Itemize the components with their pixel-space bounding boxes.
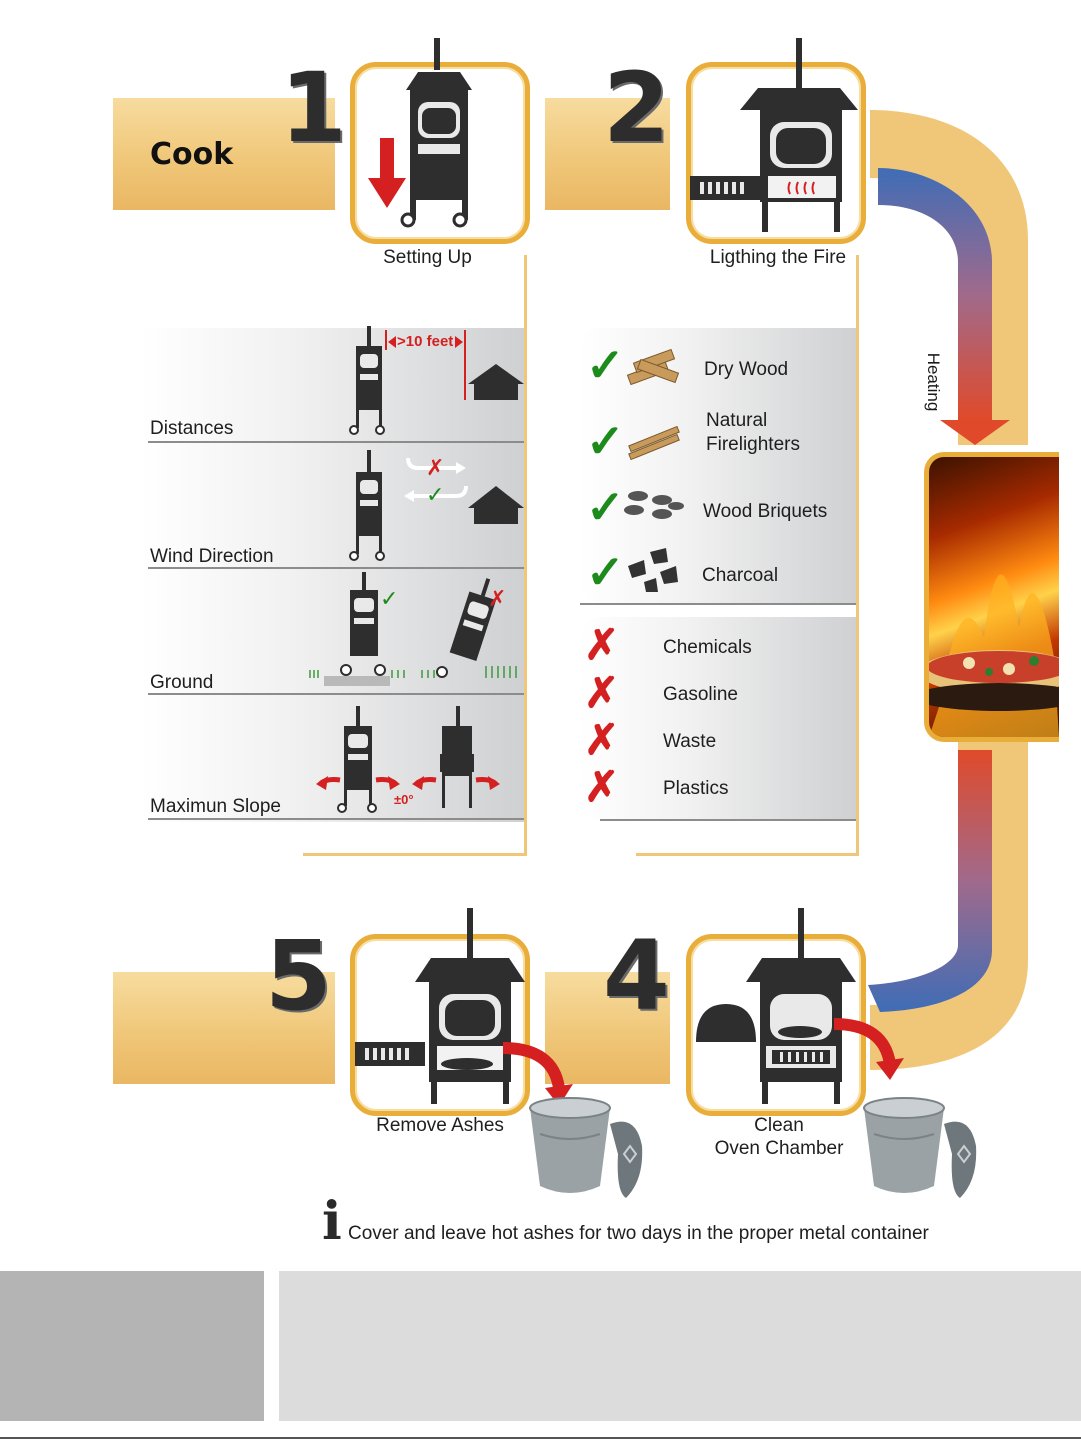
- fuel-dry-wood: Dry Wood: [704, 359, 789, 380]
- natural-firelighters-icon: [628, 425, 680, 461]
- wood-briquets-icon: [624, 491, 684, 519]
- fuel-wood-briquets: Wood Briquets: [703, 501, 828, 522]
- step-1-number: 1: [280, 52, 347, 164]
- step-4-caption-line1: Clean: [754, 1115, 804, 1136]
- fuel-chemicals: Chemicals: [663, 637, 752, 658]
- connector-right-bottom: [636, 853, 859, 856]
- setup-divider: [148, 441, 524, 443]
- cook-label: Cook: [150, 137, 234, 172]
- dry-wood-icon: [626, 348, 680, 386]
- step-1-caption: Setting Up: [383, 247, 472, 268]
- forbidden-fuel-panel: [580, 617, 856, 820]
- setup-divider: [148, 693, 524, 695]
- step-4-number: 4: [603, 920, 670, 1032]
- fuel-panel-bottom: [600, 819, 856, 821]
- oven-remove-ashes-icon: [355, 908, 573, 1106]
- cross-icon: ✗: [584, 716, 620, 763]
- cross-icon: ✗: [584, 763, 620, 810]
- oven-clean-chamber-icon: [696, 908, 904, 1104]
- fuel-gasoline: Gasoline: [663, 684, 738, 705]
- info-text: Cover and leave hot ashes for two days i…: [348, 1223, 929, 1244]
- wind-right-mark: ✓: [426, 482, 445, 507]
- allowed-fuel-panel: [580, 328, 856, 603]
- footer-block-left: [0, 1271, 264, 1421]
- band-step2: [545, 98, 670, 210]
- ground-right-mark: ✓: [380, 586, 399, 611]
- setup-item-maximum-slope: Maximun Slope: [150, 796, 281, 817]
- connector-left-bottom: [303, 853, 527, 856]
- connector-right: [856, 255, 859, 855]
- setup-divider: [148, 567, 524, 569]
- fuel-plastics: Plastics: [663, 778, 729, 799]
- ground-wrong-mark: ✗: [488, 586, 507, 611]
- cook-band: [113, 98, 341, 210]
- footer-rule: [0, 1437, 1081, 1439]
- distance-annotation: >10 feet: [397, 333, 454, 350]
- wind-oven-icon: [349, 450, 524, 561]
- check-icon: ✓: [586, 415, 625, 467]
- heating-label: Heating: [924, 352, 943, 412]
- setup-item-distances: Distances: [150, 418, 234, 439]
- fuel-charcoal: Charcoal: [702, 565, 779, 586]
- oven-setup-icon: [368, 38, 472, 228]
- step-2-number: 2: [603, 52, 670, 164]
- oven-fire-icon: [690, 38, 858, 232]
- check-icon: ✓: [586, 546, 625, 598]
- band-step4: [545, 972, 670, 1084]
- slope-oven-icon: [316, 706, 500, 813]
- info-icon: i: [322, 1191, 342, 1252]
- ground-oven-icon: [309, 572, 517, 686]
- connector-left: [524, 255, 527, 855]
- setup-item-ground: Ground: [150, 672, 214, 693]
- footer-block-right: [279, 1271, 1081, 1421]
- step-5-number: 5: [265, 920, 332, 1032]
- cross-icon: ✗: [584, 621, 620, 668]
- fuel-waste: Waste: [663, 731, 717, 752]
- pizza-flame-image: [924, 452, 1059, 742]
- step-2-caption: Ligthing the Fire: [709, 247, 847, 268]
- fuel-panel-divider: [580, 603, 856, 605]
- ash-bucket-icon: [529, 1097, 643, 1198]
- step-5-caption: Remove Ashes: [376, 1115, 504, 1136]
- ash-bucket-icon: [863, 1097, 977, 1198]
- setup-divider: [148, 818, 524, 820]
- check-icon: ✓: [586, 339, 625, 391]
- cross-icon: ✗: [584, 669, 620, 716]
- setup-item-wind-direction: Wind Direction: [150, 546, 274, 567]
- band-step5: [113, 972, 341, 1084]
- slope-annotation: ±0°: [394, 792, 414, 807]
- step-4-caption-line2: Oven Chamber: [714, 1138, 844, 1159]
- fuel-natural-firelighters: Natural Firelighters: [706, 410, 800, 455]
- wind-wrong-mark: ✗: [426, 455, 445, 480]
- distance-oven-icon: [349, 326, 524, 435]
- check-icon: ✓: [586, 481, 625, 533]
- charcoal-icon: [628, 548, 678, 592]
